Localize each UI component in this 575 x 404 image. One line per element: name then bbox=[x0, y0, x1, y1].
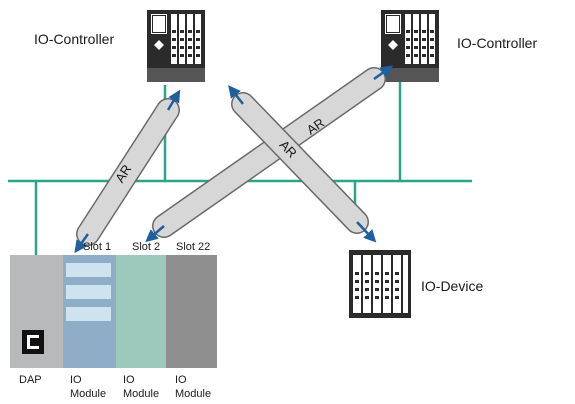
ar-tube-right-controller-to-slot2 bbox=[145, 65, 394, 243]
io-module-2-label-line2: Module bbox=[123, 388, 159, 400]
ar-tube-left-controller-to-slot1 bbox=[74, 89, 181, 254]
tube-arrow bbox=[373, 65, 394, 81]
io-device bbox=[349, 250, 411, 318]
station-rack bbox=[10, 255, 217, 368]
io-module-3-label-line2: Module bbox=[175, 388, 211, 400]
slot-1-label: Slot 1 bbox=[83, 241, 111, 253]
io-module-slot-22 bbox=[166, 255, 217, 368]
tube-arrow bbox=[74, 233, 90, 254]
io-controller-left bbox=[147, 10, 205, 82]
tube-arrow bbox=[166, 89, 181, 111]
io-module-1-label-line1: IO bbox=[70, 374, 82, 386]
io-controller-left-label: IO-Controller bbox=[34, 31, 114, 47]
slot-window bbox=[66, 285, 111, 299]
slot-2-label: Slot 2 bbox=[132, 241, 160, 253]
dap-label: DAP bbox=[19, 374, 42, 386]
io-device-label: IO-Device bbox=[421, 278, 483, 294]
tube-arrow bbox=[145, 225, 165, 243]
io-controller-right-label: IO-Controller bbox=[457, 35, 537, 51]
tube-arrow bbox=[356, 221, 377, 243]
slot-window bbox=[66, 263, 111, 277]
io-module-3-label-line1: IO bbox=[175, 374, 187, 386]
slot-22-label: Slot 22 bbox=[176, 241, 210, 253]
ar-tube-left-controller-to-device bbox=[228, 85, 377, 243]
io-module-slot-2 bbox=[116, 255, 166, 368]
io-controller-right bbox=[381, 10, 439, 82]
tube-arrow bbox=[228, 85, 244, 105]
dap-port-icon bbox=[22, 330, 44, 354]
slot-window bbox=[66, 307, 111, 321]
io-module-1-label-line2: Module bbox=[70, 388, 106, 400]
io-module-2-label-line1: IO bbox=[123, 374, 135, 386]
